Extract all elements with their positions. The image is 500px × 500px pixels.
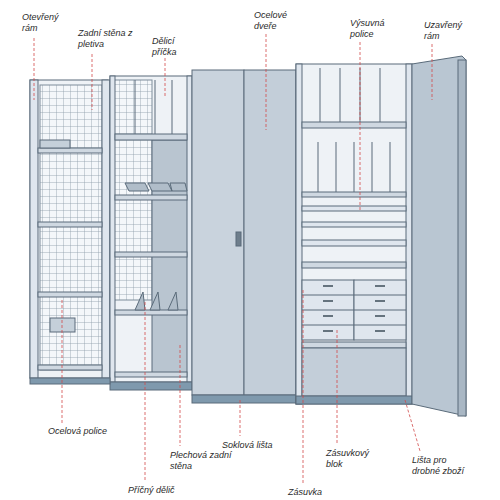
part-label: Zásuvkový blok — [326, 448, 378, 470]
door-bay — [192, 70, 296, 403]
part-label: Uzavřený rám — [424, 20, 472, 42]
closed-frame — [412, 56, 466, 416]
part-label: Plechová zadní stěna — [170, 450, 232, 472]
part-label: Zadní stěna z pletiva — [78, 28, 138, 50]
part-label: Příčný dělič — [128, 485, 198, 496]
part-label: Dělicí příčka — [152, 36, 198, 58]
part-label: Zásuvka — [288, 487, 338, 498]
drawer-bay — [30, 64, 412, 404]
shelf-bay — [110, 76, 192, 390]
part-label: Ocelová police — [48, 426, 118, 437]
part-label: Výsuvná police — [350, 18, 402, 40]
leader-lines — [34, 34, 432, 483]
open-bay — [30, 80, 110, 378]
part-label: Lišta pro drobné zboží — [412, 455, 472, 477]
part-label: Ocelové dveře — [254, 10, 302, 32]
part-label: Otevřený rám — [22, 12, 64, 34]
part-label: Soklová lišta — [222, 440, 292, 451]
